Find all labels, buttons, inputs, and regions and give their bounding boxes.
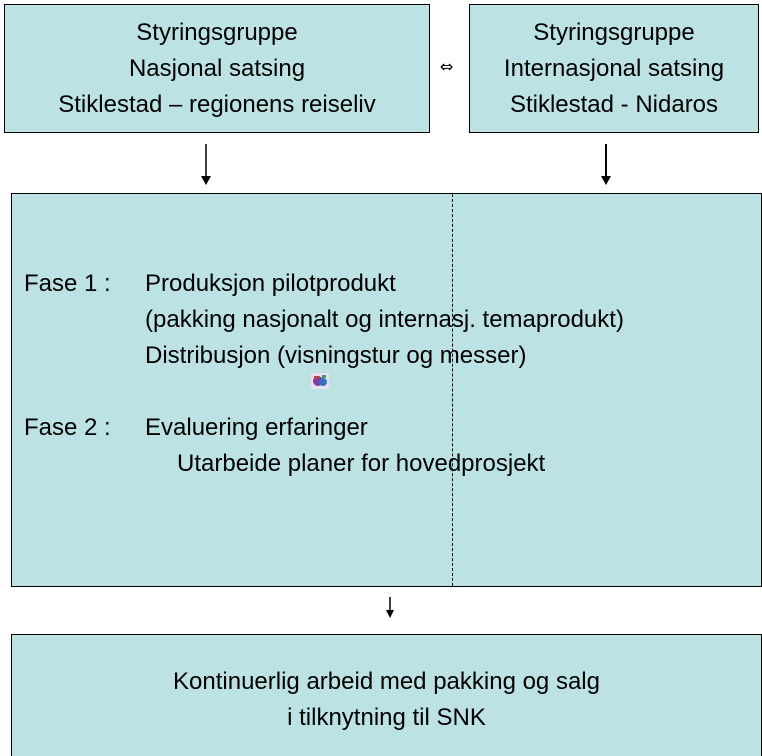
top-right-line-2: Internasjonal satsing (503, 54, 725, 82)
down-arrow-center-icon (386, 597, 394, 618)
steering-group-international-box: Styringsgruppe Internasjonal satsing Sti… (469, 4, 759, 133)
fase1-line-2: (pakking nasjonalt og internasj. temapro… (145, 306, 624, 333)
down-arrow-left-icon (201, 144, 211, 185)
bottom-line-2: i tilknytning til SNK (287, 704, 486, 731)
bottom-line-1: Kontinuerlig arbeid med pakking og salg (173, 668, 600, 695)
steering-group-national-box: Styringsgruppe Nasjonal satsing Stiklest… (4, 4, 430, 133)
top-right-line-3: Stiklestad - Nidaros (509, 90, 719, 118)
top-left-line-2: Nasjonal satsing (128, 54, 306, 82)
phases-box (11, 193, 762, 587)
down-arrow-right-icon (601, 144, 611, 185)
top-left-line-1: Styringsgruppe (136, 18, 298, 46)
fase1-label: Fase 1 : (24, 270, 111, 297)
embedded-object-icon (311, 373, 329, 389)
fase2-title: Evaluering erfaringer (145, 414, 368, 441)
fase1-line-3: Distribusjon (visningstur og messer) (145, 342, 527, 369)
top-right-line-1: Styringsgruppe (533, 18, 695, 46)
fase1-title: Produksjon pilotprodukt (145, 270, 396, 297)
fase2-label: Fase 2 : (24, 414, 111, 441)
bidirectional-arrow-icon: ⇔ (440, 57, 454, 76)
continuous-work-box: Kontinuerlig arbeid med pakking og salg … (11, 634, 762, 756)
top-left-line-3: Stiklestad – regionens reiseliv (58, 90, 376, 118)
divider-dashed-line (452, 194, 453, 586)
fase2-line-2: Utarbeide planer for hovedprosjekt (177, 450, 546, 477)
